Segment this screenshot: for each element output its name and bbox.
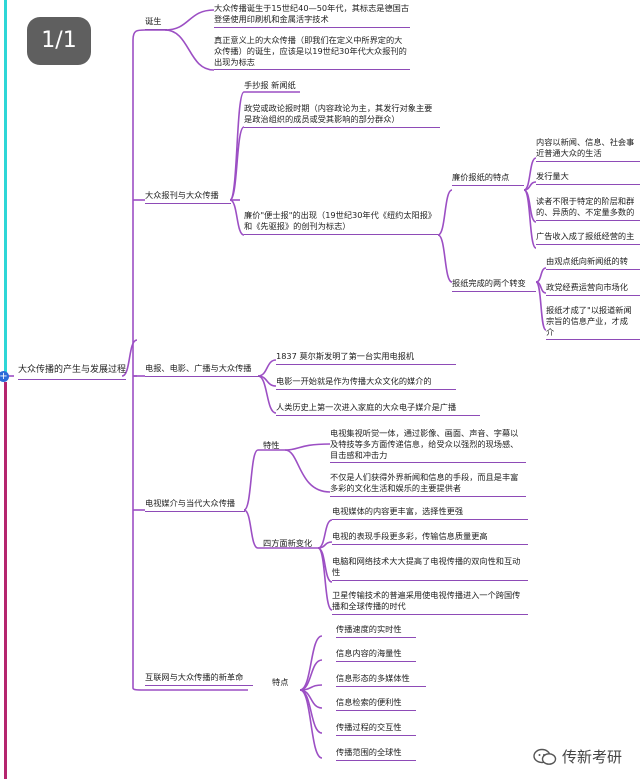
- internet-feature-5[interactable]: 传播过程的交互性: [336, 722, 416, 736]
- tv-change-3[interactable]: 电脑和网络技术大大提高了电视传播的双向性和互动性: [332, 556, 528, 581]
- wechat-icon: [533, 748, 557, 765]
- tv-changes[interactable]: 四方面新变化: [263, 538, 313, 548]
- internet-feature-3[interactable]: 信息形态的多媒体性: [336, 673, 426, 687]
- penny-feature-4[interactable]: 广告收入成了报纸经营的主: [536, 231, 640, 245]
- shift-1[interactable]: 由观点纸向新闻纸的转: [546, 256, 640, 270]
- branch-tv[interactable]: 电视媒介与当代大众传播: [145, 498, 245, 512]
- internet-feature-1[interactable]: 传播速度的实时性: [336, 624, 416, 638]
- left-edge-bar-bottom: [4, 382, 7, 779]
- penny-shifts[interactable]: 报纸完成的两个转变: [452, 278, 536, 292]
- internet-features[interactable]: 特点: [272, 677, 289, 687]
- shift-3[interactable]: 报纸才成了"以报道新闻 宗旨的信息产业，才成 介: [546, 305, 640, 341]
- birth-item-2[interactable]: 真正意义上的大众传播（即我们在定义中所界定的大众传播）的诞生，应该是以19世纪3…: [214, 35, 410, 71]
- tv-traits[interactable]: 特性: [263, 440, 280, 450]
- page-indicator-badge: 1/1: [27, 17, 91, 65]
- tv-change-1[interactable]: 电视媒体的内容更丰富，选择性更强: [332, 506, 528, 520]
- root-node[interactable]: 大众传播的产生与发展过程: [18, 365, 127, 380]
- press-penny[interactable]: 廉价"便士报"的出现（19世纪30年代《纽约太阳报》和《先驱报》的创刊为标志）: [244, 210, 438, 235]
- tv-change-2[interactable]: 电视的表现手段更多彩，传输信息质量更高: [332, 531, 528, 545]
- branch-press[interactable]: 大众报刊与大众传播: [145, 190, 231, 204]
- shift-2[interactable]: 政党经费运营向市场化: [546, 282, 640, 296]
- telegraph-item-3[interactable]: 人类历史上第一次进入家庭的大众电子媒介是广播: [276, 402, 480, 416]
- branch-birth[interactable]: 诞生: [145, 16, 167, 30]
- tv-trait-1[interactable]: 电视集视听觉一体，通过影像、画面、声音、字幕以及特技等多方面传递信息，给受众以强…: [330, 428, 526, 464]
- internet-feature-6[interactable]: 传播范围的全球性: [336, 747, 416, 761]
- birth-item-1[interactable]: 大众传播诞生于15世纪40—50年代，其标志是德国古登堡使用印刷机和金属活字技术: [214, 3, 410, 28]
- watermark-text: 传新考研: [561, 748, 622, 766]
- watermark: 传新考研: [532, 746, 622, 767]
- telegraph-item-2[interactable]: 电影一开始就是作为传播大众文化的媒介的: [276, 376, 456, 390]
- tv-trait-2[interactable]: 不仅是人们获得外界新闻和信息的手段，而且是丰富多彩的文化生活和娱乐的主要提供者: [330, 472, 526, 497]
- branch-telegraph[interactable]: 电报、电影、广播与大众传播: [145, 363, 260, 377]
- telegraph-item-1[interactable]: 1837 莫尔斯发明了第一台实用电报机: [276, 351, 456, 365]
- press-item-party[interactable]: 政党或政论报时期（内容政论为主，其发行对象主要是政治组织的成员或受其影响的部分群…: [244, 103, 440, 128]
- internet-feature-4[interactable]: 信息检索的便利性: [336, 697, 416, 711]
- left-edge-bar-top: [4, 0, 7, 372]
- branch-internet[interactable]: 互联网与大众传播的新革命: [145, 672, 253, 686]
- penny-feature-3[interactable]: 读者不限于特定的阶层和群 的、异质的、不定量多数的: [536, 196, 640, 221]
- penny-feature-1[interactable]: 内容以新闻、信息、社会事 近普通大众的生活: [536, 137, 640, 162]
- tv-change-4[interactable]: 卫星传输技术的普遍采用使电视传播进入一个跨国传播和全球传播的时代: [332, 590, 528, 615]
- plus-circle-icon[interactable]: +: [0, 371, 9, 382]
- internet-feature-2[interactable]: 信息内容的海量性: [336, 648, 416, 662]
- press-item-handwritten[interactable]: 手抄报 新闻纸: [244, 80, 296, 90]
- penny-features[interactable]: 廉价报纸的特点: [452, 172, 524, 186]
- penny-feature-2[interactable]: 发行量大: [536, 171, 640, 185]
